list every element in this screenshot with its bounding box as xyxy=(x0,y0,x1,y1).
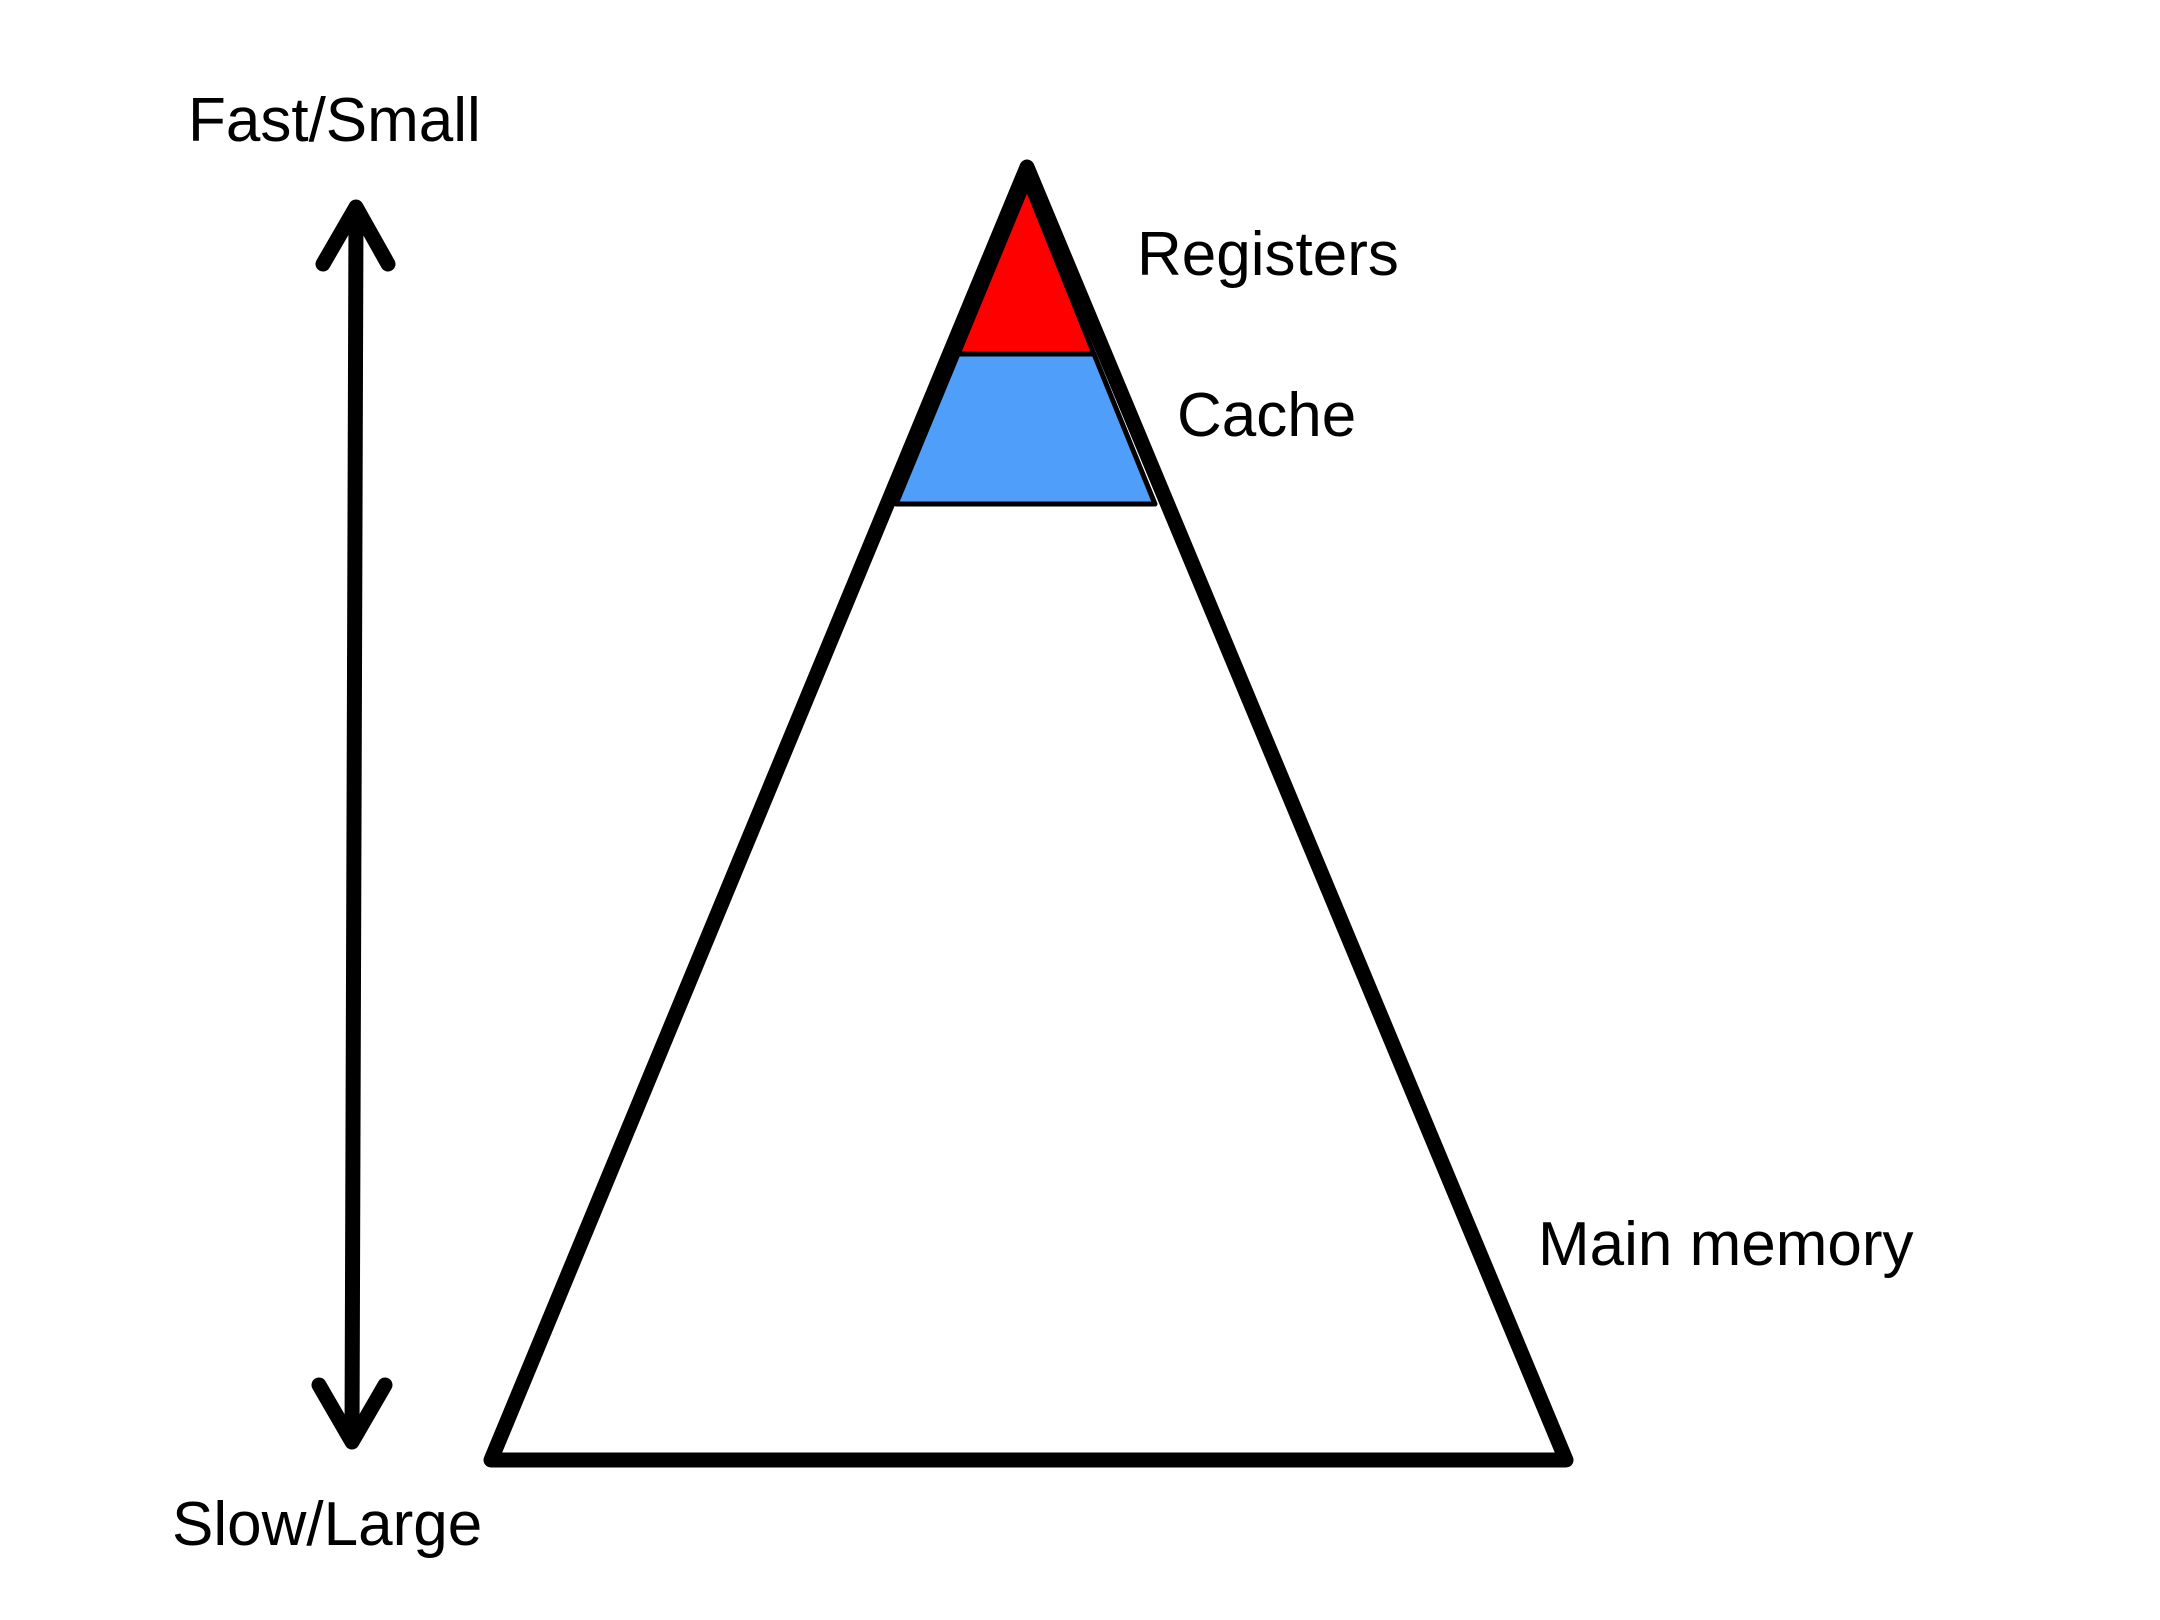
main-memory-label: Main memory xyxy=(1538,1210,1914,1279)
cache-label: Cache xyxy=(1177,381,1356,450)
speed-size-arrow xyxy=(311,199,396,1450)
arrow-head-down-icon xyxy=(311,1377,393,1450)
slow-large-label: Slow/Large xyxy=(172,1490,482,1559)
pyramid-outline xyxy=(483,159,1574,1468)
arrow-head-up-icon xyxy=(315,199,396,272)
registers-label: Registers xyxy=(1137,220,1399,289)
registers-level-fill xyxy=(955,184,1097,357)
arrow-shaft xyxy=(344,204,364,1446)
fast-small-label: Fast/Small xyxy=(188,86,481,155)
